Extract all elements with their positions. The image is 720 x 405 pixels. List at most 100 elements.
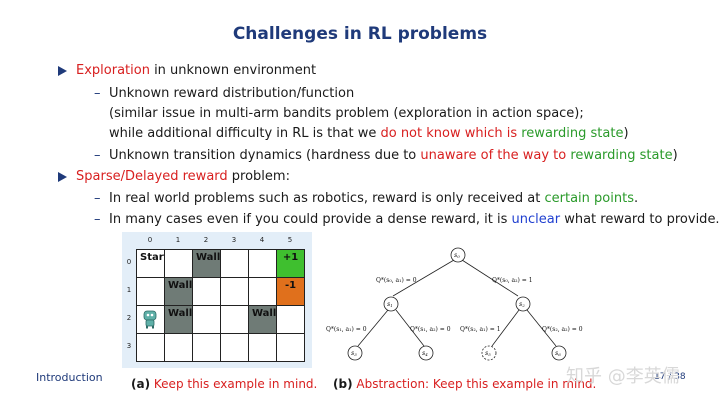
grid-cell: Wall <box>164 305 193 334</box>
caption-b-tag: (b) <box>333 377 353 391</box>
node-s6-sub: 6 <box>558 352 561 357</box>
edge-s2-s6 <box>526 309 557 347</box>
svg-text:s6: s6 <box>555 350 561 357</box>
sparse-rest: problem: <box>227 169 290 184</box>
svg-text:s1: s1 <box>387 301 393 308</box>
node-s2-label: s <box>519 301 522 308</box>
sub-reward-line3: while additional difficulty in RL is tha… <box>109 126 629 142</box>
grid-row-label: 2 <box>126 314 132 322</box>
grid-row-label: 3 <box>126 342 132 350</box>
edge-s1-s3 <box>357 309 389 347</box>
node-s4-label: s <box>422 350 425 357</box>
bullet-sparse-reward: Sparse/Delayed reward problem: <box>76 169 290 185</box>
grid-cell: -1 <box>276 277 305 306</box>
grid-cell: Wall <box>192 249 221 278</box>
line3-text: while additional difficulty in RL is tha… <box>109 126 381 141</box>
node-s0-sub: 0 <box>457 254 460 259</box>
grid-cell <box>220 333 249 362</box>
sub-transition-dynamics: Unknown transition dynamics (hardness du… <box>109 148 678 164</box>
caption-a-text: Keep this example in mind. <box>153 377 318 391</box>
dash-icon: – <box>94 191 101 206</box>
robotics-text: In real world problems such as robotics,… <box>109 191 545 206</box>
svg-text:s5: s5 <box>485 350 491 357</box>
grid-cell <box>164 333 193 362</box>
grid-row-label: 0 <box>126 258 132 266</box>
dash-icon: – <box>94 212 101 227</box>
edge-label-s1-a2: Q*(s₁, a₂) = 0 <box>410 326 451 333</box>
robot-icon <box>143 310 157 329</box>
edge-label-s0-a1: Q*(s₀, a₁) = 0 <box>376 277 417 284</box>
transition-end: ) <box>672 148 678 163</box>
robotics-green: certain points <box>544 191 634 206</box>
node-s3 <box>347 345 363 361</box>
node-s2 <box>515 296 531 312</box>
edge-label-s0-a2: Q*(s₀, a₂) = 1 <box>492 277 533 284</box>
slide-title: Challenges in RL problems <box>232 24 488 44</box>
grid-cell <box>248 249 277 278</box>
node-s2-sub: 2 <box>521 303 525 308</box>
grid-cell <box>192 333 221 362</box>
node-s1-label: s <box>387 301 390 308</box>
grid-col-label: 5 <box>287 236 293 244</box>
edge-label-s1-a1: Q*(s₁, a₁) = 0 <box>326 326 367 333</box>
node-s6 <box>551 345 567 361</box>
edge-s1-s4 <box>395 309 425 347</box>
node-s5-label: s <box>485 350 488 357</box>
node-s1 <box>383 296 399 312</box>
grid-col-label: 4 <box>259 236 265 244</box>
dense-end: what reward to provide. <box>560 212 720 227</box>
edge-label-s2-a2: Q*(s₂, a₂) = 0 <box>542 326 583 333</box>
grid-cell <box>136 277 165 306</box>
node-s3-label: s <box>351 350 354 357</box>
grid-cell <box>276 333 305 362</box>
grid-cell: +1 <box>276 249 305 278</box>
svg-text:s2: s2 <box>519 301 525 308</box>
grid-cell: Wall <box>248 305 277 334</box>
caption-b: (b) Abstraction: Keep this example in mi… <box>333 377 596 391</box>
bullet-triangle-icon <box>58 172 67 182</box>
transition-red: unaware of the way to <box>420 148 571 163</box>
grid-cell <box>192 277 221 306</box>
abstraction-tree-figure: s0 s1 s2 s3 s4 s5 s6 Q*(s₀, a₁) = 0 Q*(s… <box>326 247 583 361</box>
bullet-triangle-icon <box>58 66 67 76</box>
svg-text:s4: s4 <box>422 350 428 357</box>
grid-cell <box>248 277 277 306</box>
grid-col-label: 3 <box>231 236 237 244</box>
grid-row-label: 1 <box>126 286 132 294</box>
grid-cell <box>220 249 249 278</box>
dash-icon: – <box>94 148 101 163</box>
node-s4 <box>418 345 434 361</box>
grid-cell <box>220 277 249 306</box>
robotics-end: . <box>633 191 639 206</box>
sub-robotics: In real world problems such as robotics,… <box>109 191 638 207</box>
grid-cell <box>220 305 249 334</box>
transition-text: Unknown transition dynamics (hardness du… <box>109 148 421 163</box>
sparse-label: Sparse/Delayed reward <box>76 169 228 184</box>
edge-s2-s5 <box>491 309 520 347</box>
bullet-exploration: Exploration in unknown environment <box>76 63 316 79</box>
node-s6-label: s <box>555 350 558 357</box>
caption-a: (a) Keep this example in mind. <box>131 377 317 391</box>
svg-text:s3: s3 <box>351 350 357 357</box>
grid-cell <box>164 249 193 278</box>
sub-dense-reward: In many cases even if you could provide … <box>109 212 720 228</box>
exploration-label: Exploration <box>76 63 150 78</box>
transition-green: rewarding state <box>570 148 673 163</box>
grid-cell: Wall <box>164 277 193 306</box>
edge-root-right <box>461 259 519 297</box>
node-s3-sub: 3 <box>354 352 357 357</box>
caption-b-text: Abstraction: Keep this example in mind. <box>356 377 597 391</box>
page-number: 17 / 38 <box>654 372 686 382</box>
grid-cell <box>276 305 305 334</box>
caption-a-tag: (a) <box>131 377 151 391</box>
dense-text: In many cases even if you could provide … <box>109 212 512 227</box>
grid-cell <box>136 333 165 362</box>
dense-blue: unclear <box>511 212 561 227</box>
exploration-rest: in unknown environment <box>149 63 317 78</box>
dash-icon: – <box>94 86 101 101</box>
grid-cell <box>136 305 165 334</box>
grid-cell <box>192 305 221 334</box>
line3-red: do not know which is <box>380 126 522 141</box>
line3-green: rewarding state <box>521 126 624 141</box>
